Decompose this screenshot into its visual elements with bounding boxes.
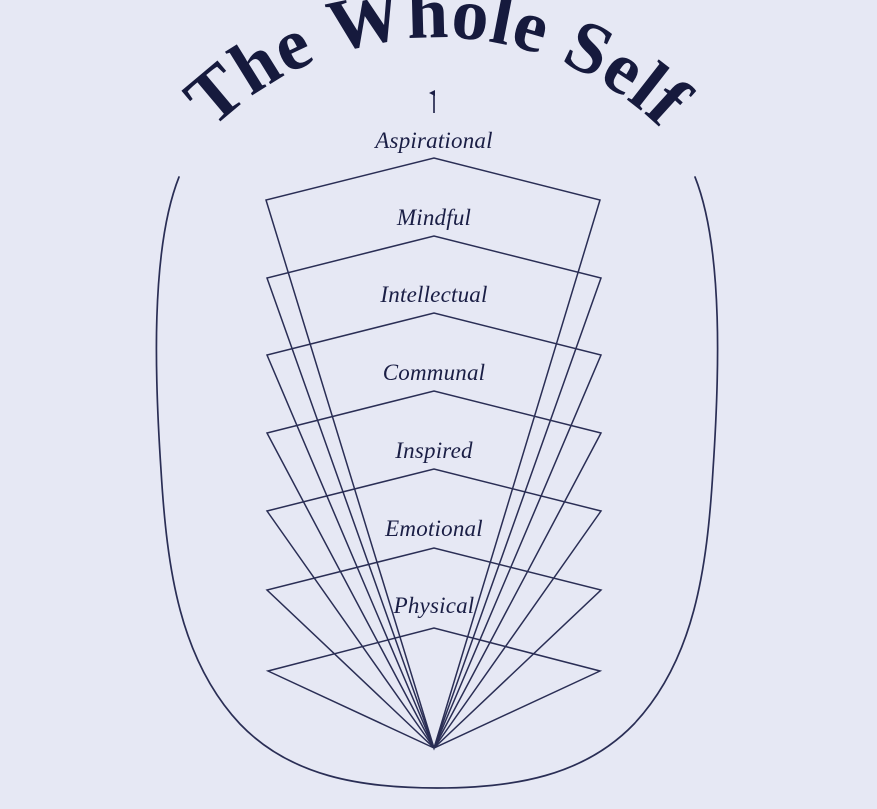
wedge-physical bbox=[265, 627, 603, 749]
wedge-inspired bbox=[265, 468, 603, 750]
wedge-stack bbox=[265, 157, 603, 751]
layer-label-intellectual: Intellectual bbox=[380, 282, 488, 307]
page-title-text: The Whole Self bbox=[170, 0, 705, 142]
whole-self-capsule bbox=[155, 176, 719, 789]
page-title: The Whole Self bbox=[170, 0, 706, 142]
wedge-aspirational bbox=[265, 157, 601, 751]
layer-label-communal: Communal bbox=[382, 360, 486, 385]
wedge-mindful bbox=[266, 235, 602, 751]
wedge-emotional bbox=[265, 547, 603, 750]
layer-label-aspirational: Aspirational bbox=[375, 128, 493, 153]
layer-label-mindful: Mindful bbox=[396, 205, 472, 230]
layer-label-physical: Physical bbox=[393, 593, 475, 618]
wedge-communal bbox=[265, 390, 603, 750]
wedge-intellectual bbox=[265, 312, 603, 750]
layer-label-emotional: Emotional bbox=[385, 516, 483, 541]
layer-label-inspired: Inspired bbox=[395, 438, 473, 463]
